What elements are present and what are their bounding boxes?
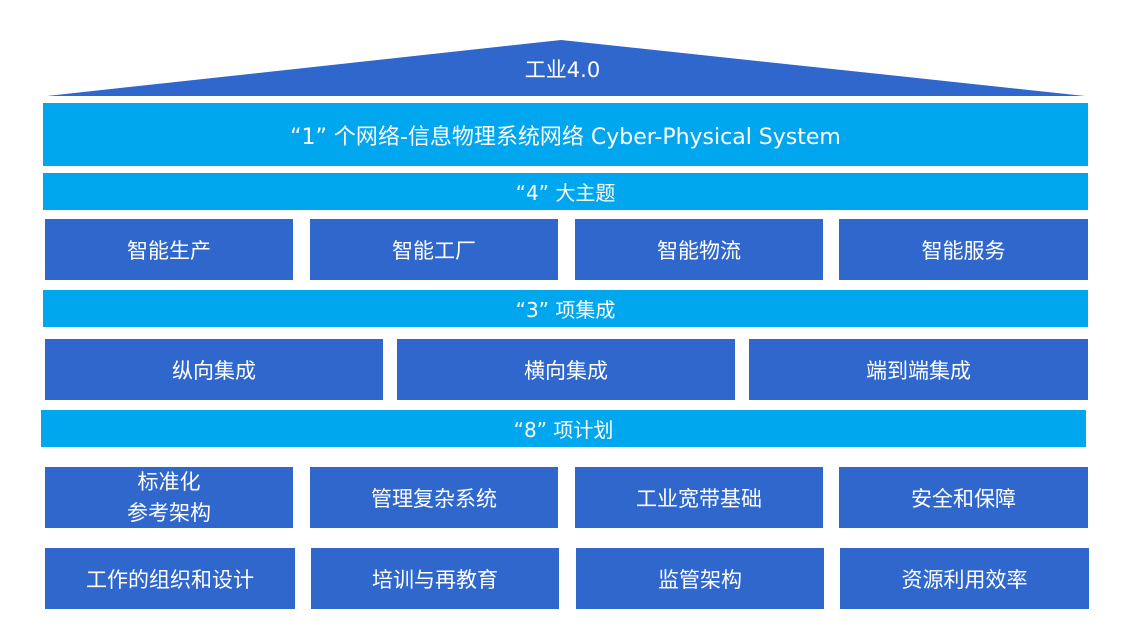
plan-broadband-infrastructure: 工业宽带基础 — [575, 467, 823, 528]
plan-complex-systems: 管理复杂系统 — [310, 467, 558, 528]
roof-label: 工业4.0 — [524, 58, 601, 82]
plan-reference-architecture-line1: 标准化 — [137, 469, 201, 494]
plan-regulatory-framework: 监管架构 — [576, 548, 824, 609]
plan-work-organization: 工作的组织和设计 — [45, 548, 295, 609]
plans-header: “8” 项计划 — [41, 410, 1086, 447]
plan-safety-security: 安全和保障 — [839, 467, 1088, 528]
integration-horizontal: 横向集成 — [397, 339, 735, 400]
theme-smart-service: 智能服务 — [839, 219, 1088, 280]
themes-header: “4” 大主题 — [43, 173, 1088, 210]
plan-reference-architecture: 标准化 参考架构 — [45, 467, 293, 528]
integration-header: “3” 项集成 — [43, 290, 1088, 327]
theme-smart-production: 智能生产 — [45, 219, 293, 280]
integration-vertical: 纵向集成 — [45, 339, 383, 400]
plan-resource-efficiency: 资源利用效率 — [840, 548, 1089, 609]
plan-reference-architecture-line2: 参考架构 — [127, 500, 211, 525]
theme-smart-logistics: 智能物流 — [575, 219, 823, 280]
roof-triangle — [47, 40, 1085, 96]
network-band: “1” 个网络-信息物理系统网络 Cyber-Physical System — [43, 103, 1088, 166]
theme-smart-factory: 智能工厂 — [310, 219, 558, 280]
plan-training: 培训与再教育 — [311, 548, 559, 609]
integration-end-to-end: 端到端集成 — [749, 339, 1088, 400]
